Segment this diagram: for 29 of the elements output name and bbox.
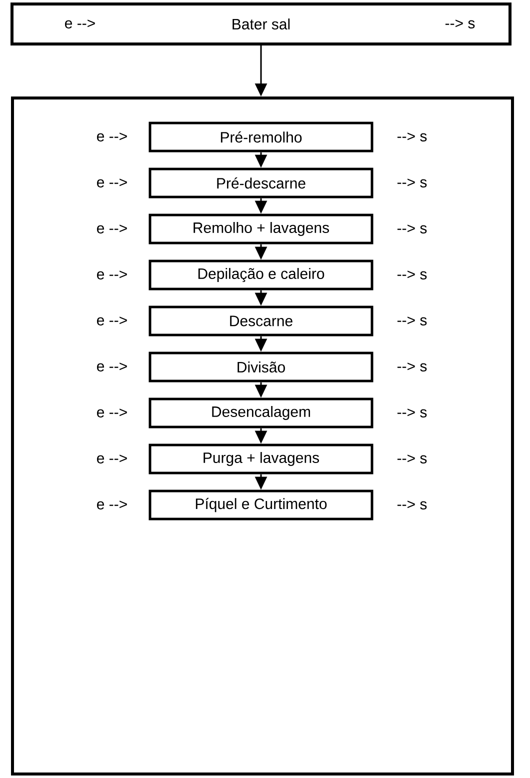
process-box: Purga + lavagens [148,444,374,474]
process-box: Píquel e Curtimento [148,490,374,520]
input-label: e --> [97,224,127,234]
output-label: --> s [397,224,427,234]
process-box: Descarne [148,306,374,336]
process-box: Pré-remolho [148,122,374,152]
input-label: e --> [97,270,127,280]
input-label: e --> [97,178,127,188]
input-label: e --> [97,500,127,510]
output-label: --> s [397,270,427,280]
input-label: e --> [97,132,127,142]
process-box: e --> Bater sal --> s [10,2,512,46]
output-label: --> s [397,408,427,418]
output-label: --> s [397,178,427,188]
process-box: Remolho + lavagens [148,214,374,244]
output-label: --> s [397,316,427,326]
input-label: e --> [97,316,127,326]
output-label: --> s [397,500,427,510]
input-label: e --> [97,454,127,464]
container-box [11,96,514,776]
input-label: e --> [97,408,127,418]
output-label: --> s [397,454,427,464]
process-box: Divisão [148,352,374,382]
process-box: Pré-descarne [148,168,374,198]
input-label: e --> [97,362,127,372]
process-box: Desencalagem [148,398,374,428]
output-label: --> s [397,362,427,372]
output-label: --> s [397,132,427,142]
process-box: Depilação e caleiro [148,260,374,290]
